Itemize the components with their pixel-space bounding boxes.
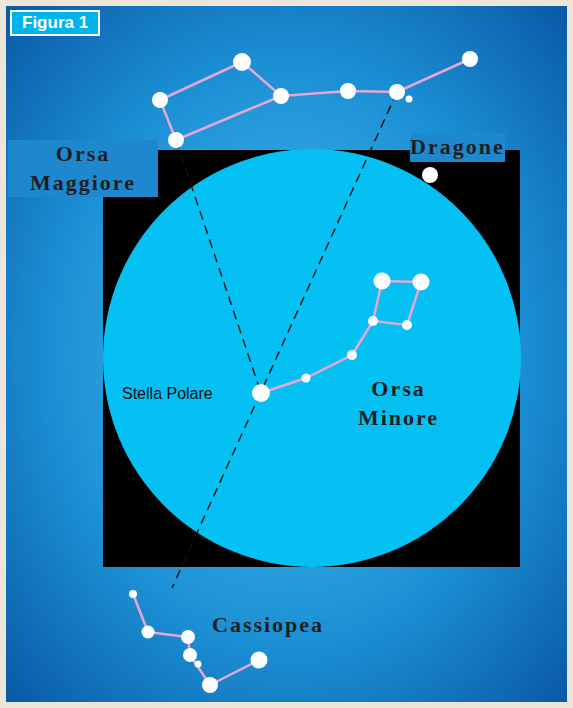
constellation-name: Orsa Maggiore [8, 140, 158, 197]
sky-ground [6, 6, 567, 702]
constellation-name: Dragone [410, 133, 505, 162]
sky-circle [103, 149, 521, 567]
constellation-name: Orsa Minore [336, 375, 461, 432]
black-square [103, 150, 520, 567]
constellation-name: Cassiopea [212, 611, 324, 640]
pointer-lines [172, 92, 397, 588]
figure-title: Figura 1 [10, 10, 100, 36]
star-name: Stella Polare [122, 385, 213, 403]
